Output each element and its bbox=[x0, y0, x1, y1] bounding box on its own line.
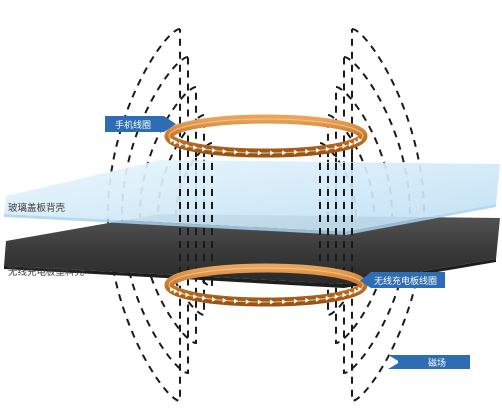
coil-arrow bbox=[234, 298, 239, 304]
coil-arrow bbox=[354, 139, 359, 145]
coil-arrow bbox=[173, 139, 178, 145]
coil-arrow bbox=[173, 288, 178, 294]
phone-coil-tag: 手机线圈 bbox=[105, 116, 176, 132]
glass-back-edge bbox=[4, 204, 496, 235]
coil-arrow bbox=[305, 148, 310, 154]
coil-arrow bbox=[354, 288, 359, 294]
coil-arrow bbox=[257, 299, 262, 305]
coil-arrow bbox=[202, 295, 207, 301]
coil-arrow bbox=[270, 299, 275, 305]
coil-arrow bbox=[357, 137, 362, 143]
glass-back-label: 玻璃盖板背壳 bbox=[8, 202, 66, 214]
coil-arrow bbox=[222, 297, 227, 303]
coil-arrow bbox=[315, 296, 320, 302]
coil-arrow bbox=[349, 290, 354, 296]
phone-coil bbox=[164, 114, 368, 158]
coil-arrow bbox=[170, 137, 175, 143]
coil-arrow bbox=[212, 296, 217, 302]
coil-arrow bbox=[245, 150, 250, 156]
field-loop-right-4 bbox=[343, 56, 412, 375]
coil-arrow bbox=[325, 295, 330, 301]
charger-shell-label: 无线充电板塑料壳 bbox=[8, 266, 85, 278]
magnetic-field-label: 磁场 bbox=[428, 357, 446, 369]
coil-arrow bbox=[293, 298, 298, 304]
coil-arrow bbox=[257, 150, 262, 156]
magnetic-field-tag: 磁场 bbox=[388, 355, 470, 369]
coil-arrow bbox=[185, 143, 190, 149]
coil-arrow bbox=[305, 297, 310, 303]
coil-arrow bbox=[342, 143, 347, 149]
coil-arrow bbox=[342, 292, 347, 298]
coil-arrow bbox=[193, 145, 198, 151]
charger-coil bbox=[164, 263, 368, 307]
coil-arrow bbox=[193, 294, 198, 300]
coil-arrow bbox=[349, 141, 354, 147]
coil-arrow bbox=[315, 147, 320, 153]
phone-coil-label: 手机线圈 bbox=[115, 119, 151, 131]
coil-arrow bbox=[357, 286, 362, 292]
coil-arrow bbox=[325, 146, 330, 152]
coil-arrow bbox=[170, 286, 175, 292]
coil-arrow bbox=[222, 148, 227, 154]
coil-arrow bbox=[334, 294, 339, 300]
charger-coil-label: 无线充电板线圈 bbox=[374, 275, 437, 287]
coil-arrow bbox=[282, 150, 287, 156]
coil-arrow bbox=[270, 150, 275, 156]
coil-arrow bbox=[293, 149, 298, 155]
coil-arrow bbox=[202, 146, 207, 152]
charger-plastic-shell bbox=[4, 214, 500, 284]
coil-arrow bbox=[245, 299, 250, 305]
charger-coil-tag: 无线充电板线圈 bbox=[360, 272, 445, 288]
coil-arrow bbox=[334, 145, 339, 151]
coil-arrow bbox=[234, 149, 239, 155]
glass-back-cover bbox=[4, 160, 500, 232]
magnetic-field-lines-front bbox=[179, 150, 353, 280]
coil-arrow bbox=[178, 290, 183, 296]
coil-arrow bbox=[212, 147, 217, 153]
field-loop-left-4 bbox=[120, 56, 189, 375]
coil-arrow bbox=[282, 299, 287, 305]
coil-arrow bbox=[185, 292, 190, 298]
coil-arrow bbox=[178, 141, 183, 147]
